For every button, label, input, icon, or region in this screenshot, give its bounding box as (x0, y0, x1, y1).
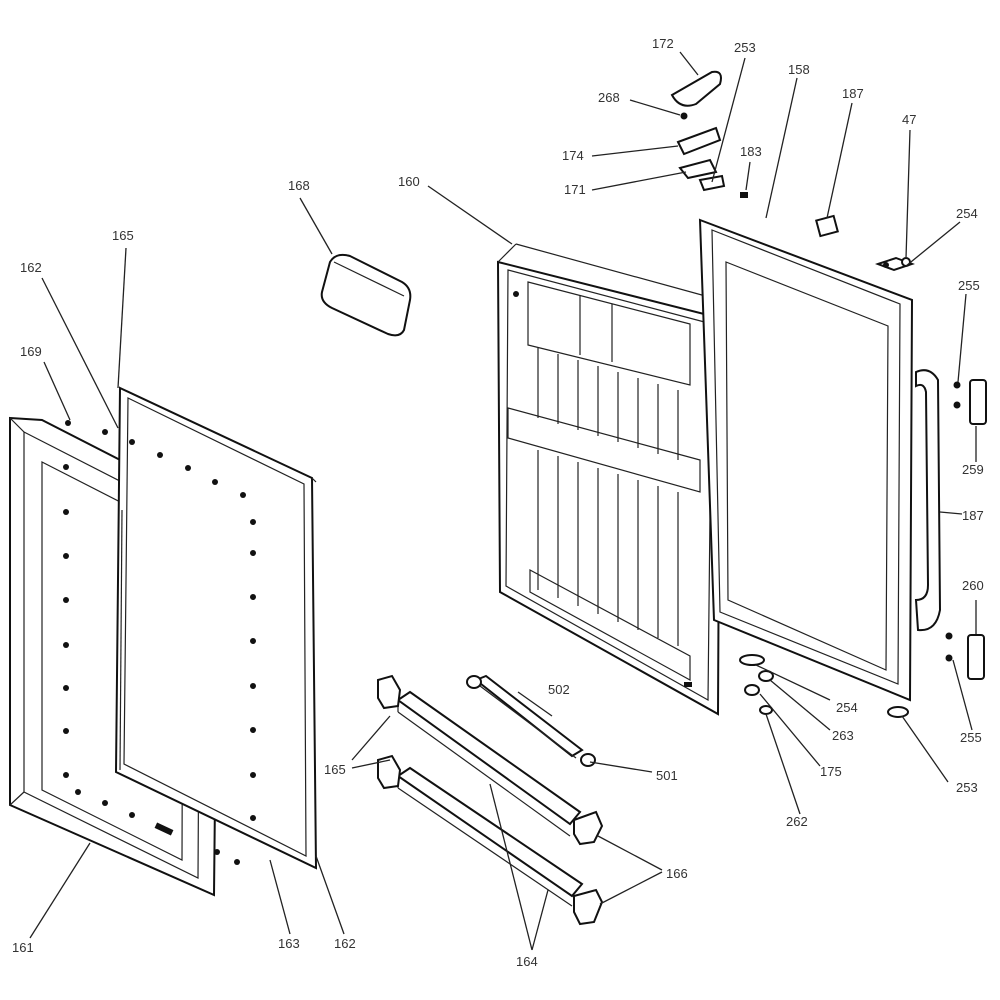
label-165: 165 (324, 762, 346, 777)
label-501: 501 (656, 768, 678, 783)
label-253: 253 (734, 40, 756, 55)
label-162: 162 (334, 936, 356, 951)
label-255: 255 (960, 730, 982, 745)
label-263: 263 (832, 728, 854, 743)
label-259: 259 (962, 462, 984, 477)
leader-lines (29, 51, 977, 951)
top-hinge-assembly (670, 70, 915, 272)
label-171: 171 (564, 182, 586, 197)
label-253: 253 (956, 780, 978, 795)
label-165: 165 (112, 228, 134, 243)
label-172: 172 (652, 36, 674, 51)
label-161: 161 (12, 940, 34, 955)
part-labels: 172 253 158 187 47 268 174 183 171 168 1… (12, 36, 984, 969)
shelf-bar-assembly (466, 674, 596, 767)
label-162: 162 (20, 260, 42, 275)
screw-holes (63, 420, 256, 865)
label-47: 47 (902, 112, 916, 127)
label-168: 168 (288, 178, 310, 193)
label-174: 174 (562, 148, 584, 163)
label-175: 175 (820, 764, 842, 779)
label-254: 254 (956, 206, 978, 221)
bottom-hinge-assembly (739, 654, 909, 718)
label-187: 187 (842, 86, 864, 101)
door-handle-part (320, 253, 412, 337)
label-262: 262 (786, 814, 808, 829)
label-166: 166 (666, 866, 688, 881)
label-187: 187 (962, 508, 984, 523)
label-502: 502 (548, 682, 570, 697)
door-shelves (377, 674, 604, 926)
label-158: 158 (788, 62, 810, 77)
label-254: 254 (836, 700, 858, 715)
label-169: 169 (20, 344, 42, 359)
right-side-parts (945, 379, 987, 680)
label-183: 183 (740, 144, 762, 159)
label-260: 260 (962, 578, 984, 593)
door-liner-panel (114, 386, 318, 870)
label-255: 255 (958, 278, 980, 293)
inner-door-liner (496, 243, 722, 716)
outer-door-frame (698, 218, 942, 702)
label-163: 163 (278, 936, 300, 951)
label-160: 160 (398, 174, 420, 189)
label-268: 268 (598, 90, 620, 105)
label-164: 164 (516, 954, 538, 969)
